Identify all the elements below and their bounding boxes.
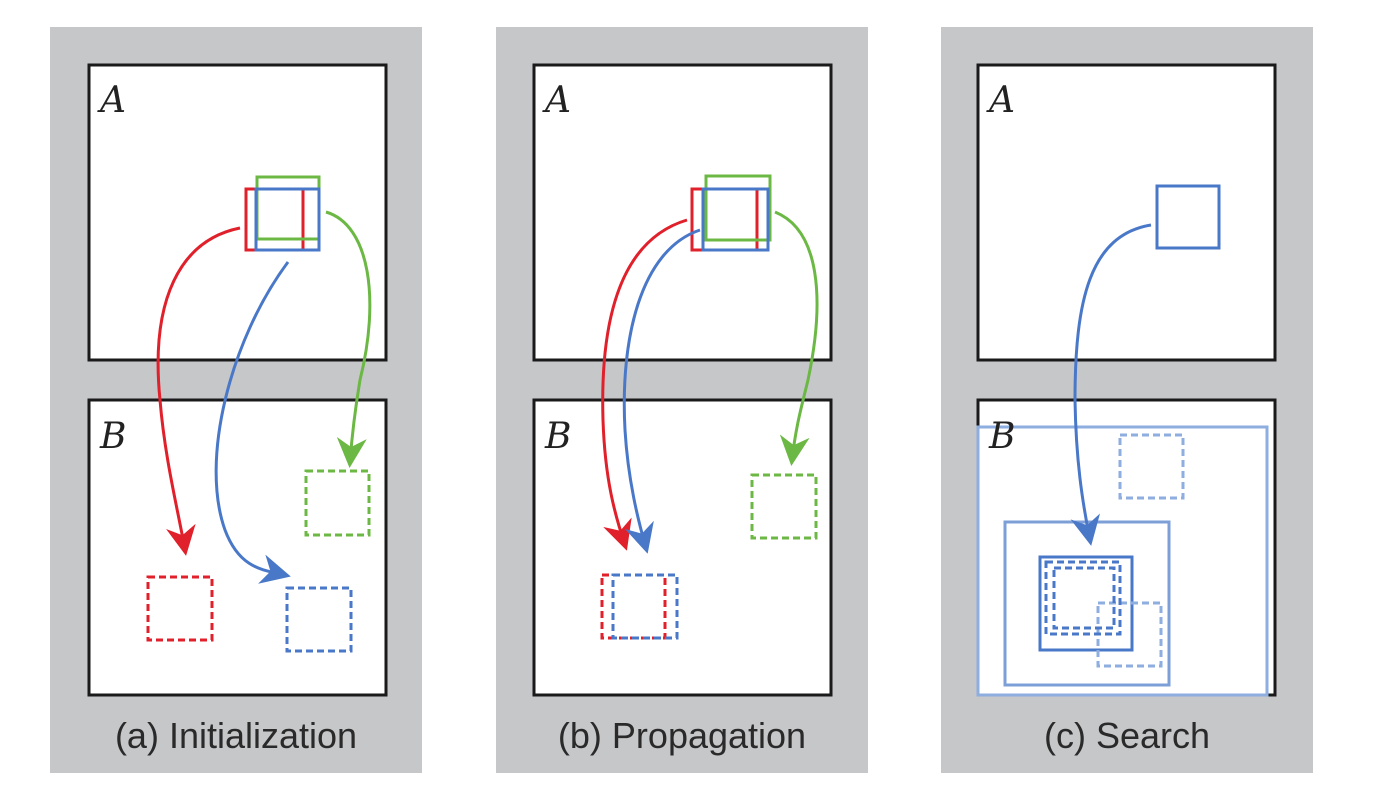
- blue-target-patch: [285, 586, 353, 653]
- caption: (a) Initialization: [115, 715, 357, 756]
- blue-source-patch: [1155, 184, 1221, 250]
- green-target-patch: [304, 469, 371, 537]
- image-a-frame: [532, 63, 833, 362]
- red-arrow: [601, 218, 688, 551]
- blue-arrow: [622, 228, 701, 554]
- caption: (c) Search: [1044, 715, 1210, 756]
- image-b-label: B: [544, 416, 571, 457]
- image-a-label: A: [986, 80, 1015, 121]
- blue-target-patch: [611, 573, 679, 640]
- panel-search: A B (c) Search: [941, 27, 1313, 773]
- green-target-patch: [750, 473, 818, 540]
- image-a-label: A: [97, 80, 126, 121]
- image-b-label: B: [988, 416, 1015, 457]
- current-best-patch: [1052, 566, 1116, 630]
- image-a-label: A: [542, 80, 571, 121]
- blue-arrow: [214, 261, 291, 584]
- blue-source-patch: [701, 187, 770, 252]
- image-a-frame: [87, 63, 388, 362]
- red-arrow: [156, 226, 241, 556]
- image-b-label: B: [99, 416, 126, 457]
- red-target-patch: [146, 575, 214, 642]
- blue-source-patch: [254, 187, 321, 252]
- green-arrow: [774, 210, 819, 466]
- image-b-frame: [976, 398, 1277, 697]
- panel-propagation: A B (b) Propagation: [496, 27, 868, 773]
- panel-initialization: A B (a) Initialization: [50, 27, 422, 773]
- blue-arrow: [1070, 223, 1152, 546]
- search-window-large: [976, 425, 1269, 697]
- image-a-frame: [976, 63, 1277, 362]
- green-source-patch: [704, 174, 772, 242]
- green-arrow: [325, 210, 372, 468]
- image-b-frame: [532, 398, 833, 697]
- candidate-patch-near: [1044, 560, 1122, 636]
- caption: (b) Propagation: [558, 715, 806, 756]
- candidate-patch-far: [1118, 433, 1185, 500]
- image-b-frame: [87, 398, 388, 697]
